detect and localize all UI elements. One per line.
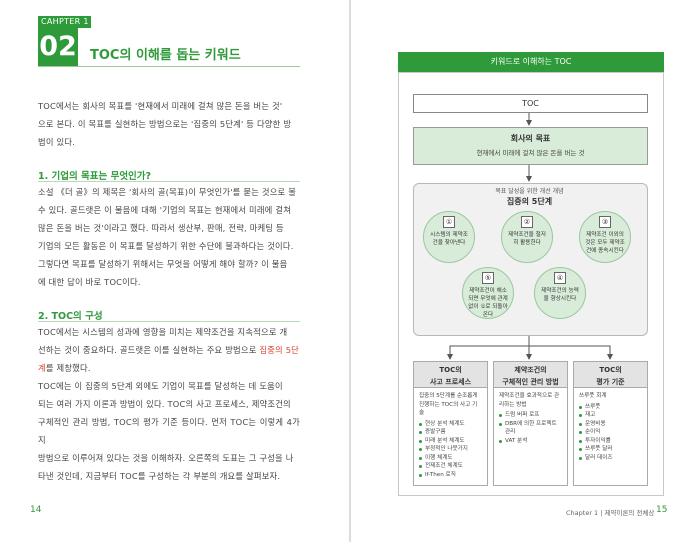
list-item: 투자이익률 — [579, 437, 642, 446]
step-text: 제약조건이 해소되면 무엇에 관계 없이 ①로 되돌아온다 — [468, 288, 508, 318]
list-item: 재고 — [579, 411, 642, 420]
intro-paragraph: TOC에서는 회사의 목표를 '현재에서 미래에 걸쳐 많은 돈을 버는 것' … — [38, 97, 300, 151]
column-title: TOC의 — [439, 366, 462, 374]
step-text: 시스템의 제약조건을 찾아낸다 — [430, 232, 468, 246]
page-title: TOC의 이해를 돕는 키워드 — [90, 48, 241, 63]
step-number: ② — [521, 216, 533, 228]
step-number: ⑤ — [482, 272, 494, 284]
step-circle-1: ① 시스템의 제약조건을 찾아낸다 — [423, 211, 475, 263]
page-number-right: 15 — [656, 505, 668, 515]
step-circle-2: ② 제약조건을 철저히 활용한다 — [501, 211, 553, 263]
text-line: TOC에서는 회사의 목표를 '현재에서 미래에 걸쳐 많은 돈을 버는 것' — [38, 101, 283, 111]
column-constraint-management: 제약조건의 구체적인 관리 방법 제약조건을 효과적으로 관리하는 방법 드럼 … — [493, 361, 568, 486]
text-line: 타낸 것인데, 지금부터 TOC를 구성하는 각 부분의 개요를 살펴보자. — [38, 471, 281, 481]
column-description: 쓰루풋 회계 — [579, 393, 607, 399]
list-item: 미래 분석 체계도 — [419, 437, 482, 446]
steps-title: 집중의 5단계 — [506, 197, 553, 206]
column-title: 제약조건의 — [514, 366, 547, 374]
text-line: 선하는 것이 중요하다. 골드랫은 이를 실현하는 주요 방법으로 집중의 5단 — [38, 341, 300, 359]
text-line: 에 대한 답이 바로 TOC이다. — [38, 277, 141, 287]
column-list: 쓰루풋 재고 운영비용 순이익 투자이익률 쓰루풋 달러 달러 데이즈 — [579, 403, 642, 463]
column-header: 제약조건의 구체적인 관리 방법 — [494, 362, 567, 388]
text-line: 소설 《더 골》의 제목은 '회사의 골(목표)이 무엇인가'를 묻는 것으로 … — [38, 187, 297, 197]
column-header: TOC의 사고 프로세스 — [414, 362, 487, 388]
text-line: 되는 여러 가지 이론과 방법이 있다. TOC의 사고 프로세스, 제약조건의 — [38, 399, 291, 409]
title-divider — [38, 66, 300, 67]
text-line: 그렇다면 목표를 달성하기 위해서는 무엇을 어떻게 해야 할까? 이 물음 — [38, 259, 288, 269]
section1-heading: 1. 기업의 목표는 무엇인가? — [38, 171, 152, 182]
list-item: 전제조건 체계도 — [419, 462, 482, 471]
list-item: 쓰루풋 달러 — [579, 445, 642, 454]
column-list: 드럼 버퍼 로프 DBR에 의한 프로젝트 관리 VAT 분석 — [499, 411, 562, 445]
section1-paragraph: 소설 《더 골》의 제목은 '회사의 골(목표)이 무엇인가'를 묻는 것으로 … — [38, 183, 300, 291]
text-line: 으로 본다. 이 목표를 실현하는 방법으로는 '집중의 5단계' 등 다양한 … — [38, 119, 292, 129]
toc-box: TOC — [413, 94, 648, 113]
arrow-line — [529, 345, 613, 360]
column-thinking-process: TOC의 사고 프로세스 집중의 5단계를 순조롭게 진행하는 TOC의 사고 … — [413, 361, 488, 486]
highlight-text: 집중의 5단 — [256, 345, 300, 355]
arrow-line — [447, 334, 530, 360]
list-item: 부정적인 나뭇가지 — [419, 445, 482, 454]
text-span: 선하는 것이 중요하다. 골드랫은 이를 실현하는 주요 방법으로 — [38, 345, 257, 355]
column-list: 현상 분석 체계도 증발구름 미래 분석 체계도 부정적인 나뭇가지 이행 체계… — [419, 420, 482, 480]
text-line: 방법으로 이루어져 있다는 것을 이해하자. 오른쪽의 도표는 그 구성을 나 — [38, 453, 294, 463]
chapter-label: CAHPTER 1 — [38, 16, 91, 28]
chapter-footer: Chapter 1 | 제약이론의 전체상 — [566, 509, 655, 517]
column-description: 제약조건을 효과적으로 관리하는 방법 — [499, 393, 560, 408]
text-line: 법이 있다. — [38, 137, 76, 147]
step-number: ① — [443, 216, 455, 228]
column-title: 구체적인 관리 방법 — [502, 378, 559, 386]
step-text: 제약조건 이외의 것은 모두 제약조건에 종속시킨다 — [585, 232, 625, 254]
column-title: TOC의 — [599, 366, 622, 374]
list-item: 달러 데이즈 — [579, 454, 642, 463]
column-body: 쓰루풋 회계 쓰루풋 재고 운영비용 순이익 투자이익률 쓰루풋 달러 달러 데… — [574, 388, 647, 466]
step-circle-5: ⑤ 제약조건이 해소되면 무엇에 관계 없이 ①로 되돌아온다 — [462, 267, 514, 319]
step-text: 제약조건의 능력을 향상시킨다 — [541, 288, 579, 302]
text-line: 기업의 모든 활동은 이 목표를 달성하기 위한 수단에 불과하다는 것이다. — [38, 241, 294, 251]
text-line: 많은 돈을 버는 것'이라고 했다. 따라서 생산부, 판매, 전략, 마케팅 … — [38, 223, 284, 233]
diagram-header: 키워드로 이해하는 TOC — [398, 52, 664, 72]
company-goal-box: 회사의 목표 현재에서 미래에 걸쳐 많은 돈을 버는 것 — [413, 127, 648, 165]
column-description: 집중의 5단계를 순조롭게 진행하는 TOC의 사고 기술 — [419, 393, 478, 416]
column-evaluation-criteria: TOC의 평가 기준 쓰루풋 회계 쓰루풋 재고 운영비용 순이익 투자이익률 … — [573, 361, 648, 486]
goal-title: 회사의 목표 — [510, 134, 551, 143]
list-item: If-Then 로직 — [419, 471, 482, 480]
column-header: TOC의 평가 기준 — [574, 362, 647, 388]
step-number: ④ — [554, 272, 566, 284]
list-item: 순이익 — [579, 428, 642, 437]
section2-paragraph: TOC에서는 시스템의 성과에 영향을 미치는 제약조건을 지속적으로 개 선하… — [38, 323, 300, 485]
page-number-left: 14 — [30, 505, 42, 515]
steps-caption: 목표 달성을 위한 개선 개념 — [495, 188, 564, 195]
list-item: 드럼 버퍼 로프 — [499, 411, 562, 420]
list-item: VAT 분석 — [499, 437, 562, 446]
list-item: 이행 체계도 — [419, 454, 482, 463]
text-line: 계를 제창했다. — [38, 359, 300, 377]
book-gutter — [349, 0, 351, 542]
section-divider — [38, 321, 300, 322]
step-circle-4: ④ 제약조건의 능력을 향상시킨다 — [534, 267, 586, 319]
list-item: 쓰루풋 — [579, 403, 642, 412]
step-text: 제약조건을 철저히 활용한다 — [508, 232, 546, 246]
text-line: TOC에는 이 집중의 5단계 외에도 기업이 목표를 달성하는 데 도움이 — [38, 381, 283, 391]
list-item: 운영비용 — [579, 420, 642, 429]
chapter-number: 02 — [38, 28, 78, 66]
section2-heading: 2. TOC의 구성 — [38, 311, 103, 322]
column-body: 제약조건을 효과적으로 관리하는 방법 드럼 버퍼 로프 DBR에 의한 프로젝… — [494, 388, 567, 449]
text-line: 수 있다. 골드랫은 이 물음에 대해 '기업의 목표는 현재에서 미래에 걸쳐 — [38, 205, 292, 215]
goal-subtitle: 현재에서 미래에 걸쳐 많은 돈을 버는 것 — [476, 149, 585, 157]
list-item: DBR에 의한 프로젝트 관리 — [499, 420, 562, 437]
step-circle-3: ③ 제약조건 이외의 것은 모두 제약조건에 종속시킨다 — [579, 211, 631, 263]
highlight-text: 계 — [38, 363, 46, 373]
column-title: 평가 기준 — [596, 378, 625, 386]
column-title: 사고 프로세스 — [429, 378, 472, 386]
column-body: 집중의 5단계를 순조롭게 진행하는 TOC의 사고 기술 현상 분석 체계도 … — [414, 388, 487, 483]
list-item: 현상 분석 체계도 — [419, 420, 482, 429]
list-item: 증발구름 — [419, 428, 482, 437]
text-span: 를 제창했다. — [45, 363, 91, 373]
step-number: ③ — [599, 216, 611, 228]
section-divider — [38, 181, 300, 182]
text-line: 구체적인 관리 방법, TOC의 평가 기준 등이다. 먼저 TOC는 이렇게 … — [38, 417, 300, 445]
text-line: TOC에서는 시스템의 성과에 영향을 미치는 제약조건을 지속적으로 개 — [38, 327, 288, 337]
